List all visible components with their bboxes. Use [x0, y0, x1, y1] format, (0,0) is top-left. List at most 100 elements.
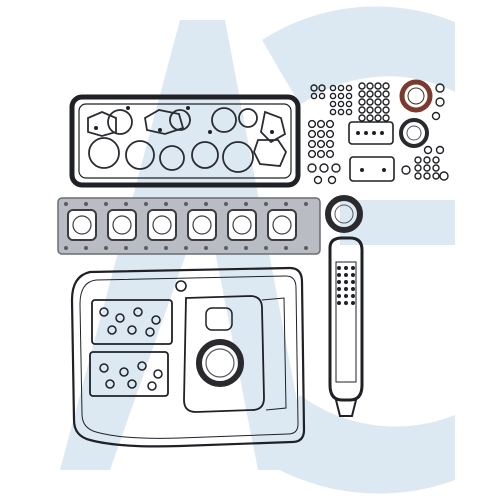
- o-ring: [345, 84, 353, 92]
- cooler-hole: [344, 266, 348, 270]
- head-bolt-hole: [244, 202, 248, 206]
- o-ring: [382, 82, 390, 90]
- pan-hole: [127, 325, 137, 335]
- cooler-hole: [337, 294, 341, 298]
- pan-gasket-holes: [99, 307, 163, 391]
- cooler-hole: [351, 287, 355, 291]
- cooler-hole: [344, 294, 348, 298]
- o-ring: [414, 164, 422, 172]
- head-bolt-hole: [104, 246, 108, 250]
- cylinder-bore-ring: [192, 215, 212, 235]
- o-ring: [327, 175, 337, 185]
- head-bolt-hole: [84, 246, 88, 250]
- cooler-hole: [344, 273, 348, 277]
- head-bolt-hole: [244, 246, 248, 250]
- head-bolt-hole: [124, 246, 128, 250]
- watermark-arc-lower: [262, 395, 455, 494]
- pan-hole: [137, 361, 147, 371]
- o-ring: [435, 97, 445, 107]
- cooler-hole: [337, 280, 341, 284]
- cylinder-bore-ring: [72, 215, 92, 235]
- o-ring: [358, 106, 366, 114]
- o-ring: [382, 90, 390, 98]
- o-ring: [435, 83, 445, 93]
- cylinder-bore-ring: [272, 215, 292, 235]
- square-gasket-hole: [372, 131, 376, 135]
- cooler-hole: [344, 301, 348, 305]
- o-ring: [337, 108, 345, 116]
- o-ring-set: [307, 82, 449, 185]
- oil-seal-black: [399, 118, 429, 148]
- o-ring: [414, 172, 422, 180]
- cooler-hole: [337, 301, 341, 305]
- head-bolt-hole: [144, 202, 148, 206]
- cooler-hole: [351, 294, 355, 298]
- o-ring: [316, 129, 326, 139]
- o-ring: [366, 90, 374, 98]
- o-ring: [310, 84, 318, 92]
- o-ring: [432, 156, 440, 164]
- front-crank-seal: [325, 195, 363, 233]
- o-ring: [435, 145, 445, 155]
- o-ring: [316, 149, 326, 159]
- pan-hole: [145, 327, 155, 337]
- head-bolt-hole: [284, 246, 288, 250]
- o-ring: [325, 149, 335, 159]
- pan-hole: [127, 379, 137, 389]
- cylinder-bore-ring: [152, 215, 172, 235]
- o-ring: [432, 164, 440, 172]
- o-ring: [366, 98, 374, 106]
- o-ring: [307, 163, 317, 173]
- head-bolt-hole: [264, 202, 268, 206]
- o-ring: [345, 108, 353, 116]
- pan-hole: [119, 367, 129, 377]
- o-ring: [358, 82, 366, 90]
- o-ring: [329, 92, 337, 100]
- rear-main-seal: [196, 339, 244, 387]
- head-bolt-hole: [64, 246, 68, 250]
- head-bolt-hole: [144, 246, 148, 250]
- o-ring: [319, 163, 329, 173]
- o-ring: [307, 139, 317, 149]
- cooler-hole: [351, 280, 355, 284]
- cylinder-head-gasket: [57, 197, 321, 255]
- oil-seal-brown: [399, 79, 433, 113]
- pan-hole: [105, 379, 115, 389]
- o-ring: [374, 106, 382, 114]
- square-gasket-hole: [380, 131, 384, 135]
- head-bolt-hole: [184, 202, 188, 206]
- oil-pan-gasket: [70, 266, 306, 448]
- head-bolt-hole: [84, 202, 88, 206]
- o-ring: [423, 156, 431, 164]
- o-ring: [374, 90, 382, 98]
- cooler-hole: [337, 273, 341, 277]
- o-ring: [366, 82, 374, 90]
- head-bolt-hole: [104, 202, 108, 206]
- head-bolt-hole: [224, 246, 228, 250]
- o-ring: [374, 98, 382, 106]
- cylinder-bore-ring: [112, 215, 132, 235]
- cooler-hole: [337, 266, 341, 270]
- o-ring: [313, 175, 323, 185]
- o-ring: [337, 100, 345, 108]
- o-ring: [374, 82, 382, 90]
- head-bolt-hole: [164, 202, 168, 206]
- pan-hole: [147, 381, 157, 391]
- head-bolt-hole: [204, 202, 208, 206]
- pan-hole: [99, 307, 109, 317]
- o-ring: [414, 156, 422, 164]
- head-bolt-hole: [224, 202, 228, 206]
- o-ring: [318, 84, 326, 92]
- square-gasket-hole: [356, 131, 360, 135]
- head-bolt-hole: [264, 246, 268, 250]
- o-ring: [423, 164, 431, 172]
- o-ring: [329, 84, 337, 92]
- o-ring: [329, 108, 337, 116]
- pan-hole: [153, 369, 163, 379]
- pan-hole: [99, 363, 109, 373]
- o-ring: [345, 100, 353, 108]
- o-ring: [316, 119, 326, 129]
- cooler-hole: [337, 287, 341, 291]
- o-ring: [331, 163, 341, 173]
- o-ring: [358, 90, 366, 98]
